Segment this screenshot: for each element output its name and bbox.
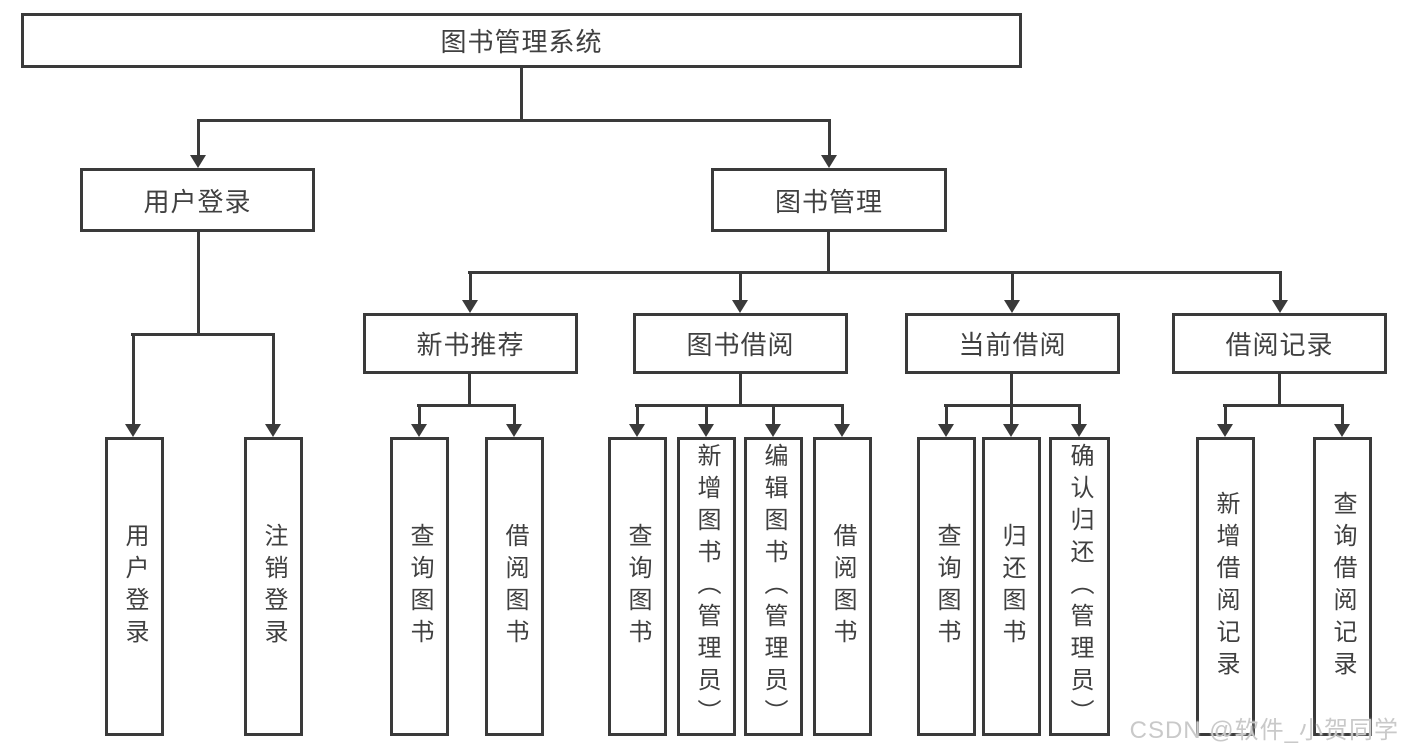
connector-current-branch: [944, 404, 1081, 407]
arrow-down-icon: [821, 120, 837, 168]
leaf-query-books-3: 查询图书: [917, 437, 976, 736]
connector-newbooks-stem: [468, 374, 471, 407]
leaf-borrow-books-2: 借阅图书: [813, 437, 872, 736]
connector-borrow-stem: [739, 374, 742, 407]
leaf-add-book-admin-label: 新增图书（管理员）: [693, 442, 720, 731]
arrow-down-icon: [1071, 405, 1087, 437]
arrow-down-icon: [1004, 272, 1020, 313]
leaf-query-books-1-label: 查询图书: [406, 522, 433, 651]
node-new-book-recommend: 新书推荐: [363, 313, 578, 374]
arrow-down-icon: [1003, 405, 1019, 437]
leaf-borrow-books-1-label: 借阅图书: [501, 522, 528, 651]
node-user-login: 用户登录: [80, 168, 315, 232]
leaf-query-books-1: 查询图书: [390, 437, 449, 736]
leaf-borrow-books-1: 借阅图书: [485, 437, 544, 736]
arrow-down-icon: [411, 405, 427, 437]
connector-level3-branch: [468, 271, 1282, 274]
connector-records-branch: [1223, 404, 1344, 407]
leaf-query-borrow-record-label: 查询借阅记录: [1329, 490, 1356, 683]
arrow-down-icon: [125, 334, 141, 437]
connector-borrow-branch: [635, 404, 844, 407]
node-current-borrow-label: 当前借阅: [958, 330, 1067, 360]
node-book-management: 图书管理: [711, 168, 947, 232]
arrow-down-icon: [732, 272, 748, 313]
node-borrow-records-label: 借阅记录: [1225, 330, 1334, 360]
arrow-down-icon: [765, 405, 781, 437]
leaf-confirm-return-admin-label: 确认归还（管理员）: [1066, 442, 1093, 731]
leaf-query-books-3-label: 查询图书: [933, 522, 960, 651]
node-root-label: 图书管理系统: [440, 27, 603, 57]
arrow-down-icon: [834, 405, 850, 437]
leaf-user-login: 用户登录: [105, 437, 164, 736]
connector-userlogin-branch: [131, 333, 275, 336]
leaf-return-book: 归还图书: [982, 437, 1041, 736]
node-user-login-label: 用户登录: [143, 186, 252, 217]
node-root: 图书管理系统: [21, 13, 1022, 68]
arrow-down-icon: [629, 405, 645, 437]
leaf-borrow-books-2-label: 借阅图书: [829, 522, 856, 651]
arrow-down-icon: [698, 405, 714, 437]
node-book-borrow-label: 图书借阅: [686, 330, 795, 360]
leaf-query-borrow-record: 查询借阅记录: [1313, 437, 1372, 736]
connector-current-stem: [1010, 374, 1013, 407]
leaf-user-login-label: 用户登录: [121, 522, 148, 651]
leaf-query-books-2-label: 查询图书: [624, 522, 651, 651]
leaf-add-book-admin: 新增图书（管理员）: [677, 437, 736, 736]
arrow-down-icon: [190, 120, 206, 168]
leaf-confirm-return-admin: 确认归还（管理员）: [1049, 437, 1110, 736]
arrow-down-icon: [938, 405, 954, 437]
leaf-logout-label: 注销登录: [260, 522, 287, 651]
node-new-book-recommend-label: 新书推荐: [416, 330, 525, 360]
node-book-management-label: 图书管理: [774, 186, 883, 217]
leaf-return-book-label: 归还图书: [998, 522, 1025, 651]
node-current-borrow: 当前借阅: [905, 313, 1120, 374]
leaf-edit-book-admin-label: 编辑图书（管理员）: [760, 442, 787, 731]
arrow-down-icon: [265, 334, 281, 437]
arrow-down-icon: [1217, 405, 1233, 437]
connector-bookmgmt-stem: [827, 232, 830, 274]
leaf-query-books-2: 查询图书: [608, 437, 667, 736]
leaf-logout: 注销登录: [244, 437, 303, 736]
arrow-down-icon: [1272, 272, 1288, 313]
connector-userlogin-stem: [197, 232, 200, 336]
connector-root-stem: [520, 68, 523, 122]
leaf-add-borrow-record: 新增借阅记录: [1196, 437, 1255, 736]
connector-newbooks-branch: [417, 404, 516, 407]
leaf-edit-book-admin: 编辑图书（管理员）: [744, 437, 803, 736]
node-book-borrow: 图书借阅: [633, 313, 848, 374]
arrow-down-icon: [506, 405, 522, 437]
leaf-add-borrow-record-label: 新增借阅记录: [1212, 490, 1239, 683]
arrow-down-icon: [1334, 405, 1350, 437]
arrow-down-icon: [462, 272, 478, 313]
connector-records-stem: [1278, 374, 1281, 407]
node-borrow-records: 借阅记录: [1172, 313, 1387, 374]
csdn-watermark: CSDN @软件_小贺同学: [1129, 717, 1399, 744]
connector-level2-branch: [197, 119, 831, 122]
